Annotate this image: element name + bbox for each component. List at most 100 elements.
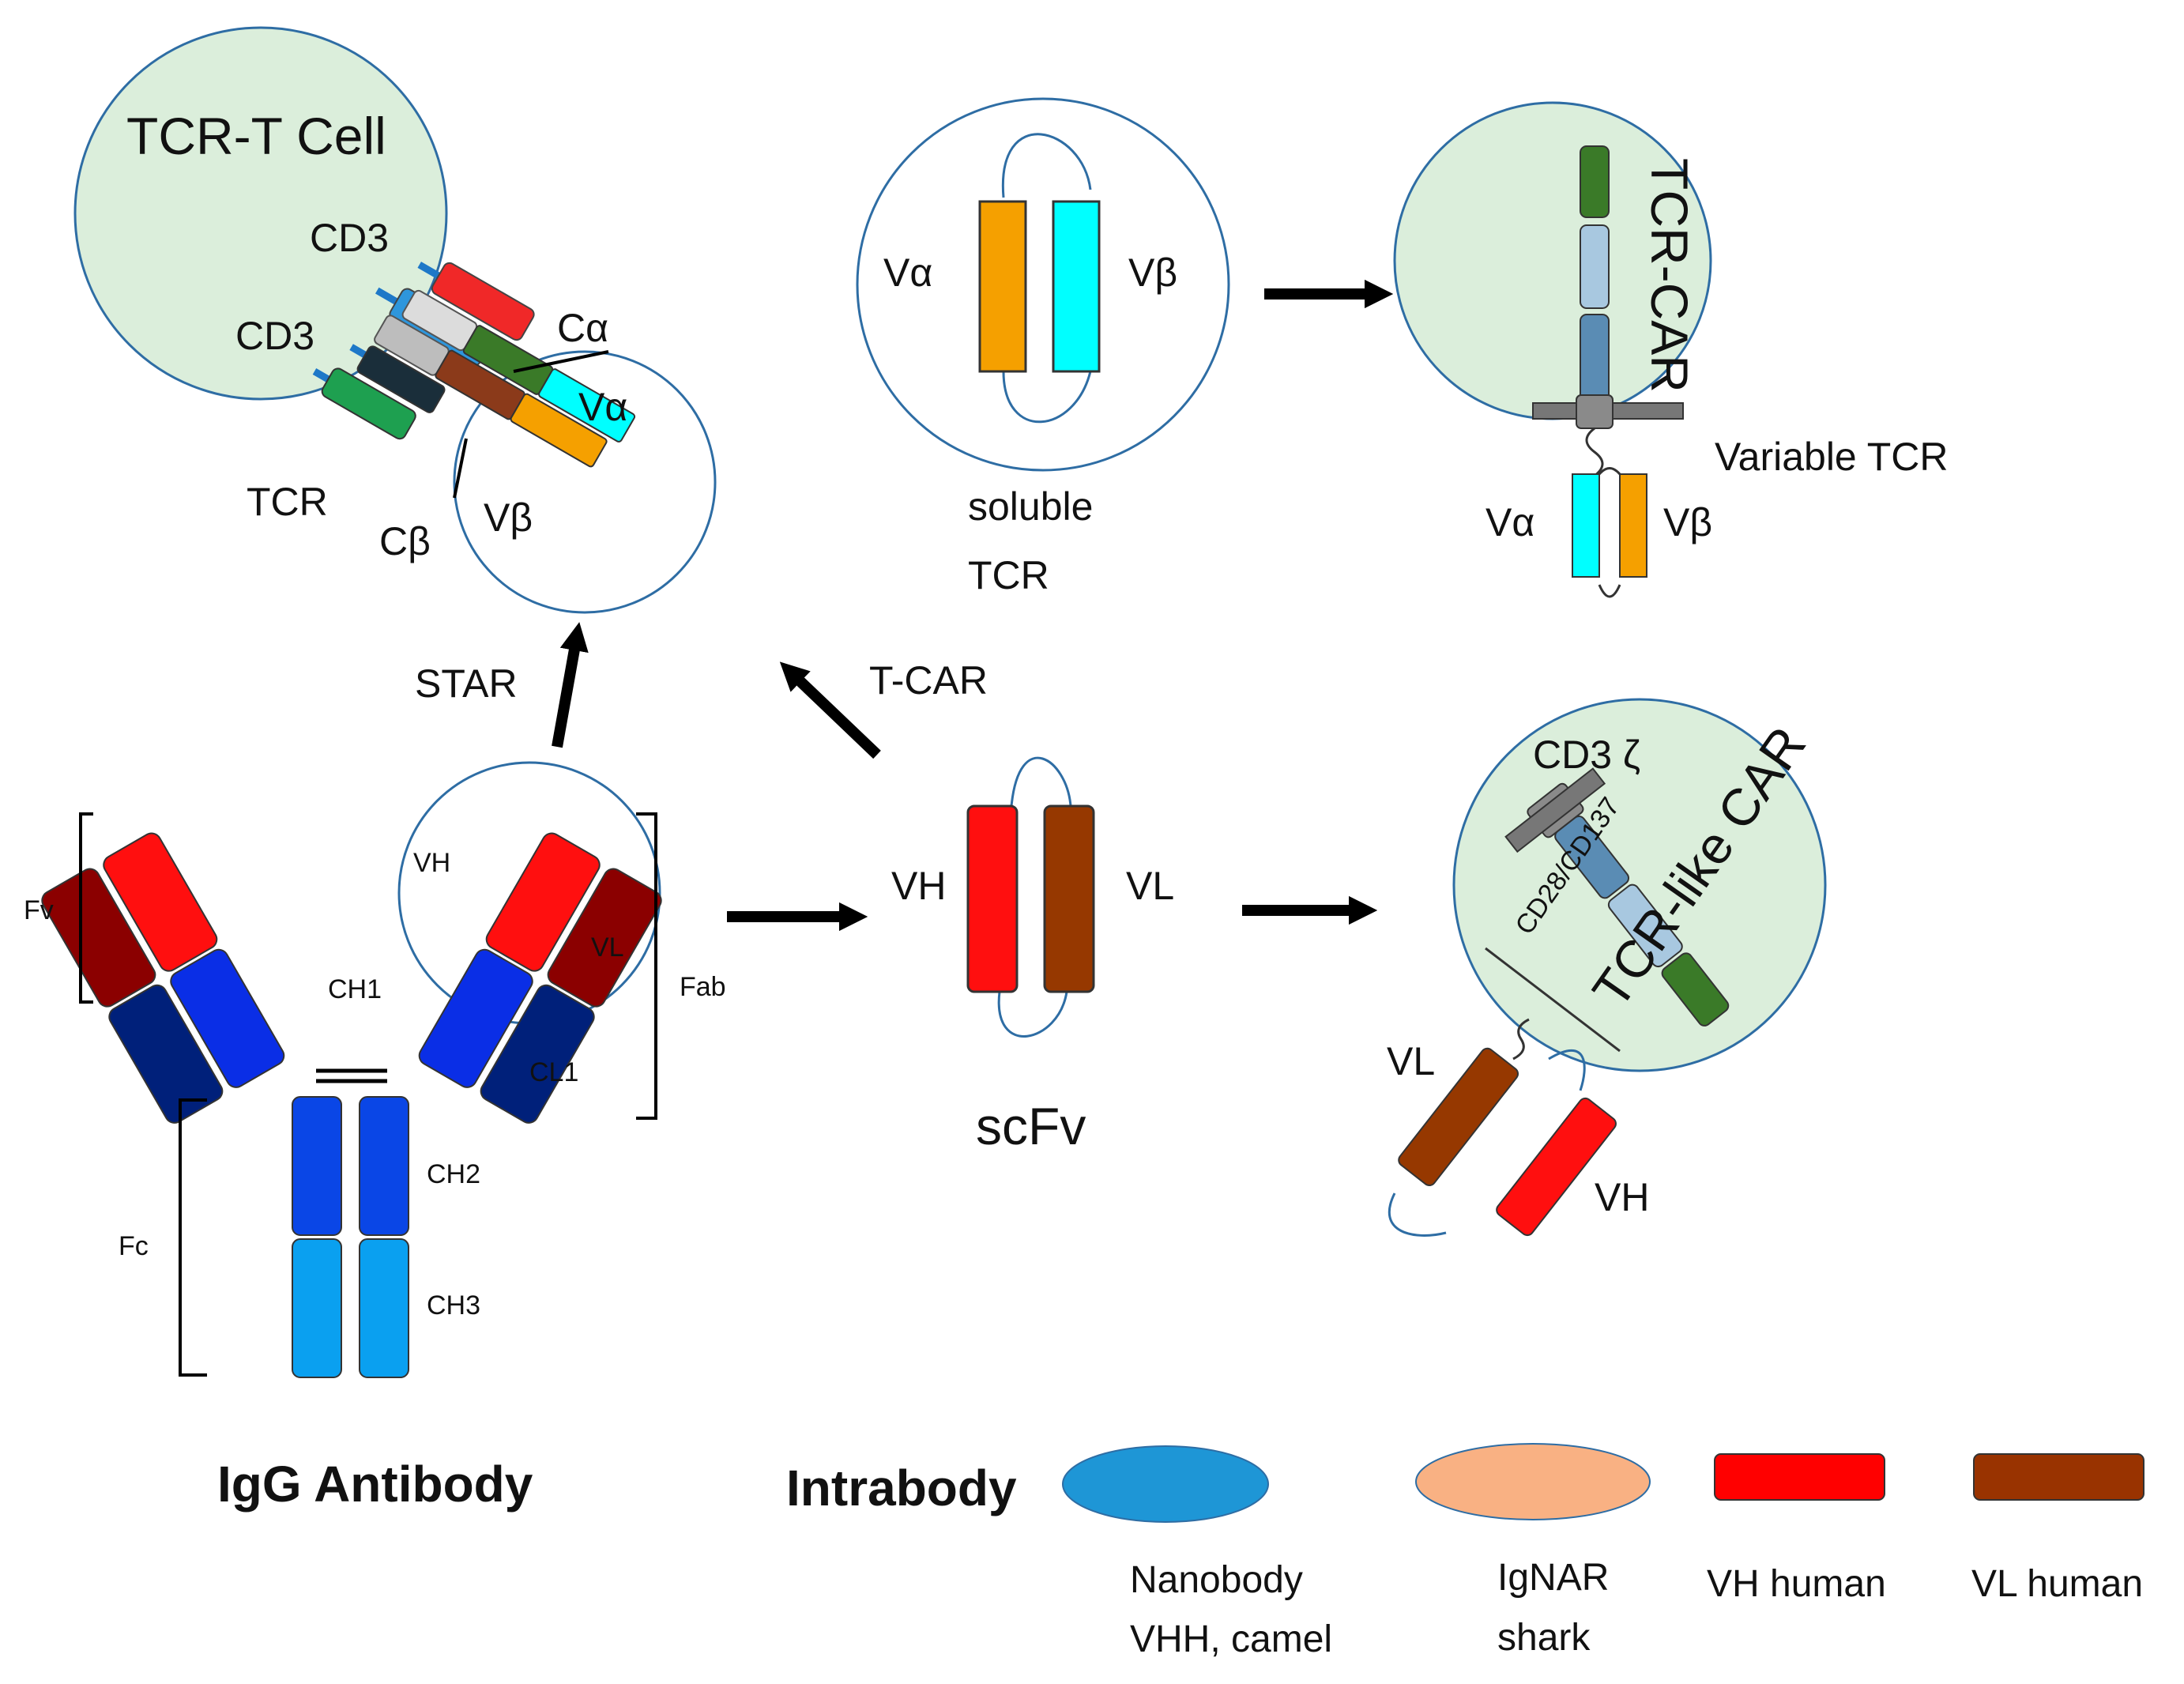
soluble-v-beta-domain [1052,200,1101,373]
c-alpha-pointer [513,350,609,373]
scfv-panel: VH VL scFv [891,756,1174,1155]
c-alpha-label: Cα [557,306,608,350]
tcr-car-transmembrane [1576,394,1614,429]
tcr-like-car-hinge [1512,1018,1530,1061]
arrow-star [552,622,589,748]
legend-vh-human: VH human [1707,1563,1886,1605]
right-arm-vh-domain [485,832,601,972]
soluble-tcr-label-line2: TCR [968,553,1049,597]
cd3-dark-chain [356,345,446,413]
tcr-car-label: TCR-CAR [1640,158,1699,393]
tcr-car-panel: TCR-CAR Variable TCR Vα Vβ [1393,101,1948,598]
soluble-tcr-label-line1: soluble [968,484,1093,529]
fc-bracket [179,1098,207,1377]
intrabody-title: Intrabody [786,1460,1017,1516]
legend-swatch-ignar [1415,1443,1651,1520]
cd3-upper-label: CD3 [310,216,389,260]
tcr-like-car-vh-label: VH [1595,1175,1649,1219]
tcr-car-blue-domain [1580,314,1610,406]
right-arm-vl-domain [547,868,662,1008]
tcr-car-linker [1598,467,1621,598]
cl1-label: CL1 [529,1057,578,1087]
v-alpha-domain [538,368,636,443]
tcr-like-car-costim-domain-light [1607,883,1683,968]
soluble-tcr-circle [856,97,1230,472]
tcr-car-light-domain [1580,224,1610,309]
left-arm-vh-domain [103,832,218,972]
tcr-like-car-cd3z-domain [1661,952,1730,1027]
fab-bracket [636,812,657,1120]
cd3-lower-label: CD3 [235,314,314,358]
tcr-like-car-membrane-block [1504,767,1606,853]
cd3-red-chain [431,262,535,341]
tcr-car-v-beta-domain [1619,473,1647,578]
star-label: STAR [415,661,518,706]
tcr-like-car-cell-circle [1452,698,1827,1072]
tcr-t-cell-label: TCR-T Cell [126,107,386,165]
left-arm-cl-domain [108,984,224,1124]
scfv-vl-domain [1043,804,1095,993]
fab-label: Fab [680,972,726,1002]
fc-label: Fc [119,1231,149,1261]
c-beta-pointer [453,438,468,499]
v-beta-domain [510,393,608,468]
tcr-like-car-vl-label: VL [1387,1039,1435,1083]
c-beta-label: Cβ [379,519,431,563]
fc-ch3-right [359,1238,409,1378]
t-car-label: T-CAR [869,658,988,703]
scfv-vh-label: VH [891,864,946,908]
tcr-car-v-alpha-domain [1572,473,1600,578]
tcr-car-v-beta-label: Vβ [1663,500,1712,544]
tcr-like-car-panel: CD3 ζ CD28/CD137 TCR-like CAR VL VH [1387,698,1827,1237]
tcr-t-cell-panel: TCR-T Cell CD3 CD3 Cα Vα TCR Cβ Vβ [73,26,717,614]
legend-swatch-nanobody [1062,1445,1269,1523]
tcr-binding-circle [453,350,717,614]
legend-swatch-vh-human [1714,1453,1885,1501]
tcr-car-v-alpha-label: Vα [1485,500,1534,544]
vl-antibody-label: VL [591,932,624,963]
ch1-label: CH1 [328,974,382,1004]
right-arm-ch1-domain [418,948,533,1088]
tcr-label: TCR [247,480,328,524]
fv-bracket [79,812,93,1004]
scfv-vh-domain [966,804,1019,993]
fc-ch3-left [292,1238,342,1378]
legend-ignar-line2: shark [1497,1617,1591,1659]
soluble-tcr-linker [1001,133,1092,424]
tcr-car-green-domain [1580,145,1610,218]
right-arm-cl-domain [480,984,595,1124]
arrow-t-car [779,661,881,759]
soluble-v-alpha-label: Vα [883,251,932,295]
tcr-car-hinge [1585,427,1604,477]
cd3-zeta-label: CD3 ζ [1533,733,1640,777]
cd3-green-chain [321,367,416,440]
tcr-like-car-membrane-line [1485,947,1621,1053]
tcr-like-car-vl-domain [1398,1047,1519,1187]
soluble-v-beta-label: Vβ [1128,251,1177,295]
scfv-vl-label: VL [1126,864,1174,908]
igg-antibody-panel: Fv VH VL CH1 Fab CL1 CH2 Fc CH3 IgG Anti… [24,761,726,1513]
legend-nanobody-line1: Nanobody [1130,1559,1303,1601]
legend-vl-human: VL human [1971,1563,2143,1605]
legend-swatch-vl-human [1973,1453,2144,1501]
tcr-t-cell-circle [73,26,448,401]
scfv-label: scFv [976,1097,1086,1155]
intrabody-legend: Intrabody Nanobody VHH, camel IgNAR shar… [786,1443,2144,1660]
legend-ignar-line1: IgNAR [1497,1557,1609,1599]
legend-nanobody-line2: VHH, camel [1130,1618,1332,1660]
tcr-like-car-vh-domain [1496,1097,1617,1237]
soluble-v-alpha-domain [978,200,1027,373]
v-beta-tcrt-label: Vβ [484,495,533,540]
fv-label: Fv [24,895,54,925]
vh-antibody-label: VH [413,848,450,878]
igg-antibody-title: IgG Antibody [217,1456,533,1513]
ch2-label: CH2 [427,1159,480,1189]
fc-ch2-right [359,1096,409,1236]
left-arm-ch1-domain [170,948,285,1088]
fc-ch2-left [292,1096,342,1236]
left-arm-vl-domain [41,868,156,1008]
tcr-like-car-linker [1388,1049,1586,1237]
scfv-linker [997,756,1072,1038]
soluble-tcr-panel: Vα Vβ soluble TCR [856,97,1230,597]
